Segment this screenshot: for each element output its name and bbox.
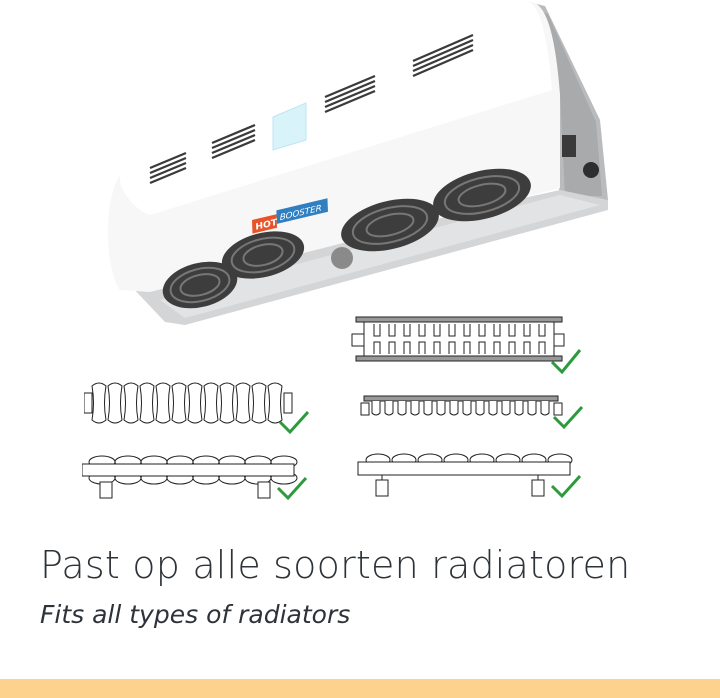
fan-icon xyxy=(221,231,305,279)
radiator-column xyxy=(84,380,314,436)
bottom-accent-bar xyxy=(0,679,720,698)
radiator-convector-feet-right xyxy=(356,450,586,504)
hotbooster-device-image: HOT BOOSTER xyxy=(0,0,720,340)
radiator-convector-feet-left xyxy=(82,452,312,506)
port-icon xyxy=(562,135,576,157)
vent-grille-icon xyxy=(149,33,474,185)
checkmark-icon xyxy=(552,405,584,430)
checkmark-icon xyxy=(550,474,582,499)
fan-icon xyxy=(433,168,531,222)
fan-icon xyxy=(341,198,439,252)
radiator-panel-double xyxy=(350,312,590,374)
display-screen xyxy=(272,102,307,151)
subheadline: Fits all types of radiators xyxy=(40,600,351,629)
power-socket-icon xyxy=(583,162,599,178)
radiator-panel-single xyxy=(358,393,588,433)
fan-icon xyxy=(162,261,238,309)
checkmark-icon xyxy=(278,410,310,435)
checkmark-icon xyxy=(276,476,308,501)
headline: Past op alle soorten radiatoren xyxy=(40,543,631,587)
sensor-button xyxy=(331,247,353,269)
checkmark-icon xyxy=(550,349,582,374)
